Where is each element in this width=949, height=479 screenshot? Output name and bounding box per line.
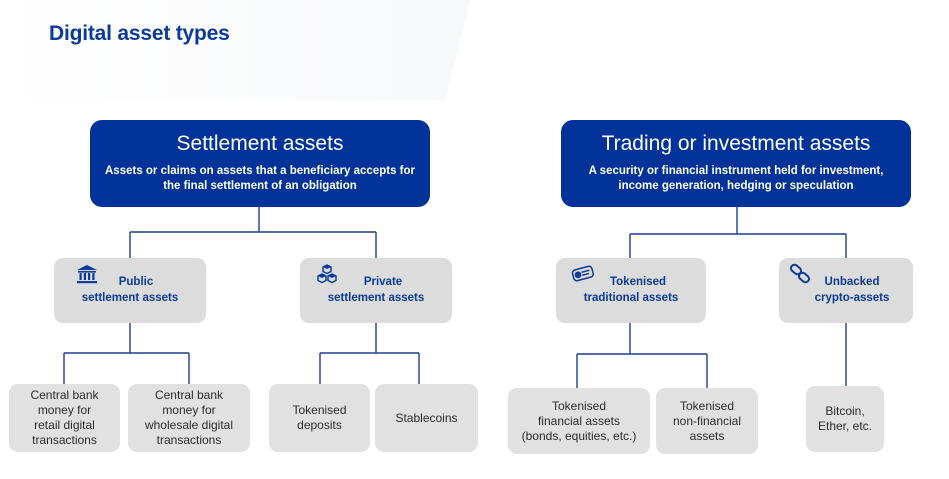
leaf-wholesale-cbdc-label: Central bank money for wholesale digital… <box>144 388 234 447</box>
unbacked-crypto-assets-box: Unbacked crypto-assets <box>779 258 913 323</box>
leaf-tokenised-financial-assets-label: Tokenised financial assets (bonds, equit… <box>521 398 637 443</box>
leaf-stablecoins: Stablecoins <box>375 384 478 452</box>
leaf-wholesale-cbdc: Central bank money for wholesale digital… <box>128 384 250 452</box>
public-category-line1: Public <box>118 276 154 288</box>
trading-assets-title: Trading or investment assets <box>601 132 871 155</box>
leaf-retail-cbdc: Central bank money for retail digital tr… <box>9 384 120 452</box>
cubes-icon <box>317 264 337 284</box>
private-category-line1: Private <box>363 276 403 288</box>
private-category-line2: settlement assets <box>327 292 425 304</box>
tokenised-category-line1: Tokenised <box>609 276 667 288</box>
leaf-tokenised-non-financial-assets: Tokenised non-financial assets <box>656 388 758 454</box>
chain-link-icon <box>789 263 811 284</box>
leaf-tokenised-deposits: Tokenised deposits <box>269 384 370 452</box>
unbacked-category-line2: crypto-assets <box>814 292 890 304</box>
leaf-tokenised-deposits-label: Tokenised deposits <box>292 403 347 432</box>
tokenised-traditional-assets-box: Tokenised traditional assets <box>556 258 706 323</box>
settlement-assets-description: Assets or claims on assets that a benefi… <box>105 165 415 192</box>
leaf-stablecoins-label: Stablecoins <box>395 410 458 425</box>
tokenised-category-line2: traditional assets <box>583 292 679 304</box>
certificate-icon <box>571 265 595 282</box>
public-settlement-assets-box: Public settlement assets <box>54 258 206 323</box>
leaf-retail-cbdc-label: Central bank money for retail digital tr… <box>30 388 99 447</box>
page-title: Digital asset types <box>49 22 230 45</box>
unbacked-category-line1: Unbacked <box>824 276 880 288</box>
leaf-tokenised-non-financial-assets-label: Tokenised non-financial assets <box>672 398 742 443</box>
trading-assets-description: A security or financial instrument held … <box>588 165 884 192</box>
bank-icon <box>77 265 97 284</box>
settlement-assets-title: Settlement assets <box>176 132 344 155</box>
leaf-bitcoin-ether-label: Bitcoin, Ether, etc. <box>817 404 873 433</box>
trading-assets-box: Trading or investment assets A security … <box>561 120 911 207</box>
settlement-assets-box: Settlement assets Assets or claims on as… <box>90 120 430 207</box>
public-category-line2: settlement assets <box>81 292 179 304</box>
header-background-shape <box>0 0 470 100</box>
private-settlement-assets-box: Private settlement assets <box>300 258 452 323</box>
leaf-tokenised-financial-assets: Tokenised financial assets (bonds, equit… <box>508 388 650 454</box>
leaf-bitcoin-ether: Bitcoin, Ether, etc. <box>806 386 884 452</box>
